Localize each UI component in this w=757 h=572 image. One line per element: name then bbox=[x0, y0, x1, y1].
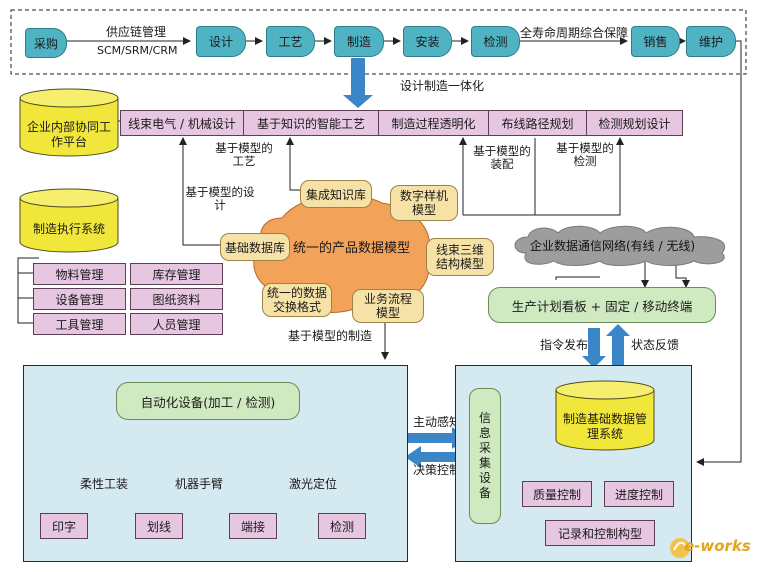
design-bar: 线束电气 / 机械设计 基于知识的智能工艺 制造过程透明化 布线路径规划 检测规… bbox=[120, 110, 683, 136]
install-label: 安装 bbox=[415, 35, 440, 49]
design-bar-item: 基于知识的智能工艺 bbox=[244, 110, 379, 136]
maintenance-label: 维护 bbox=[698, 35, 723, 49]
supply-chain-mgmt-label: 供应链管理 bbox=[106, 25, 167, 39]
enterprise-platform-label: 企业内部协同工作平台 bbox=[26, 120, 111, 149]
mes-item: 库存管理 bbox=[130, 263, 223, 285]
enterprise-platform-cylinder bbox=[19, 88, 119, 157]
purchase-label: 采购 bbox=[33, 36, 58, 51]
design-label: 设计 bbox=[208, 35, 233, 49]
integration-arrow bbox=[343, 95, 373, 108]
pdm-workflow-bubble: 业务流程模型 bbox=[352, 289, 424, 323]
sales-node: 销售 bbox=[631, 26, 680, 57]
op-node: 端接 bbox=[229, 513, 277, 539]
sales-label: 销售 bbox=[643, 35, 668, 49]
flexible-label: 柔性工装 bbox=[80, 477, 129, 491]
record-node: 记录和控制构型 bbox=[545, 520, 655, 546]
model-design-label: 基于模型的设计 bbox=[185, 185, 255, 212]
op-node: 划线 bbox=[135, 513, 183, 539]
laser-label: 激光定位 bbox=[289, 477, 338, 491]
kanban-node: 生产计划看板 + 固定 / 移动终端 bbox=[488, 287, 716, 323]
active-sense-label: 主动感知 bbox=[413, 415, 462, 429]
quality-node: 质量控制 bbox=[522, 481, 592, 507]
decision-label: 决策控制 bbox=[413, 463, 462, 477]
pdm-center-label: 统一的产品数据模型 bbox=[293, 241, 411, 256]
pdm-basic-db-bubble: 基础数据库 bbox=[220, 233, 290, 261]
mfg-db-label: 制造基础数据管理系统 bbox=[562, 412, 647, 441]
mes-title: 制造执行系统 bbox=[32, 222, 105, 236]
manufacturing-node: 制造 bbox=[334, 26, 384, 57]
purchase-node: 采购 bbox=[25, 28, 67, 58]
model-manufacturing-label: 基于模型的制造 bbox=[288, 329, 373, 343]
lifecycle-label: 全寿命周期综合保障 bbox=[520, 26, 629, 40]
op-node: 检测 bbox=[318, 513, 366, 539]
robot-label: 机器手臂 bbox=[175, 477, 224, 491]
cmd-release-label: 指令发布 bbox=[540, 338, 589, 352]
design-bar-item: 检测规划设计 bbox=[587, 110, 683, 136]
design-node: 设计 bbox=[196, 26, 246, 57]
eworks-logo-icon bbox=[670, 538, 690, 558]
process-node: 工艺 bbox=[266, 26, 315, 57]
inspection-node: 检测 bbox=[471, 26, 520, 57]
mes-cylinder bbox=[19, 188, 119, 253]
model-assembly-label: 基于模型的装配 bbox=[473, 144, 531, 171]
design-bar-item: 制造过程透明化 bbox=[379, 110, 489, 136]
mes-item: 物料管理 bbox=[33, 263, 126, 285]
collector-node: 信息采集设备 bbox=[469, 388, 501, 524]
network-cloud bbox=[514, 225, 725, 266]
mes-item: 工具管理 bbox=[33, 313, 126, 335]
mes-item: 设备管理 bbox=[33, 288, 126, 310]
pdm-exchange-bubble: 统一的数据交换格式 bbox=[262, 283, 332, 317]
maintenance-node: 维护 bbox=[686, 26, 736, 57]
scm-systems-label: SCM/SRM/CRM bbox=[97, 44, 178, 57]
status-feedback-label: 状态反馈 bbox=[631, 338, 680, 352]
mes-item: 图纸资料 bbox=[130, 288, 223, 310]
model-inspection-label: 基于模型的检测 bbox=[556, 141, 614, 168]
install-node: 安装 bbox=[403, 26, 452, 57]
watermark: e-works bbox=[684, 537, 751, 555]
integration-label: 设计制造一体化 bbox=[400, 79, 485, 93]
design-bar-item: 布线路径规划 bbox=[489, 110, 587, 136]
automation-node: 自动化设备(加工 / 检测) bbox=[116, 382, 300, 420]
op-node: 印字 bbox=[40, 513, 88, 539]
inspection-label: 检测 bbox=[483, 35, 508, 49]
manufacturing-label: 制造 bbox=[346, 35, 371, 49]
progress-node: 进度控制 bbox=[604, 481, 674, 507]
process-label: 工艺 bbox=[278, 35, 303, 49]
mfg-db-cylinder bbox=[555, 380, 655, 451]
supply-chain-frame bbox=[10, 9, 747, 75]
model-process-label: 基于模型的工艺 bbox=[215, 141, 273, 168]
pdm-digital-proto-bubble: 数字样机模型 bbox=[390, 185, 458, 221]
pdm-harness-bubble: 线束三维结构模型 bbox=[426, 238, 494, 276]
mes-item: 人员管理 bbox=[130, 313, 223, 335]
network-label: 企业数据通信网络(有线 / 无线) bbox=[530, 239, 696, 253]
design-bar-item: 线束电气 / 机械设计 bbox=[120, 110, 244, 136]
pdm-knowledge-bubble: 集成知识库 bbox=[300, 180, 372, 208]
